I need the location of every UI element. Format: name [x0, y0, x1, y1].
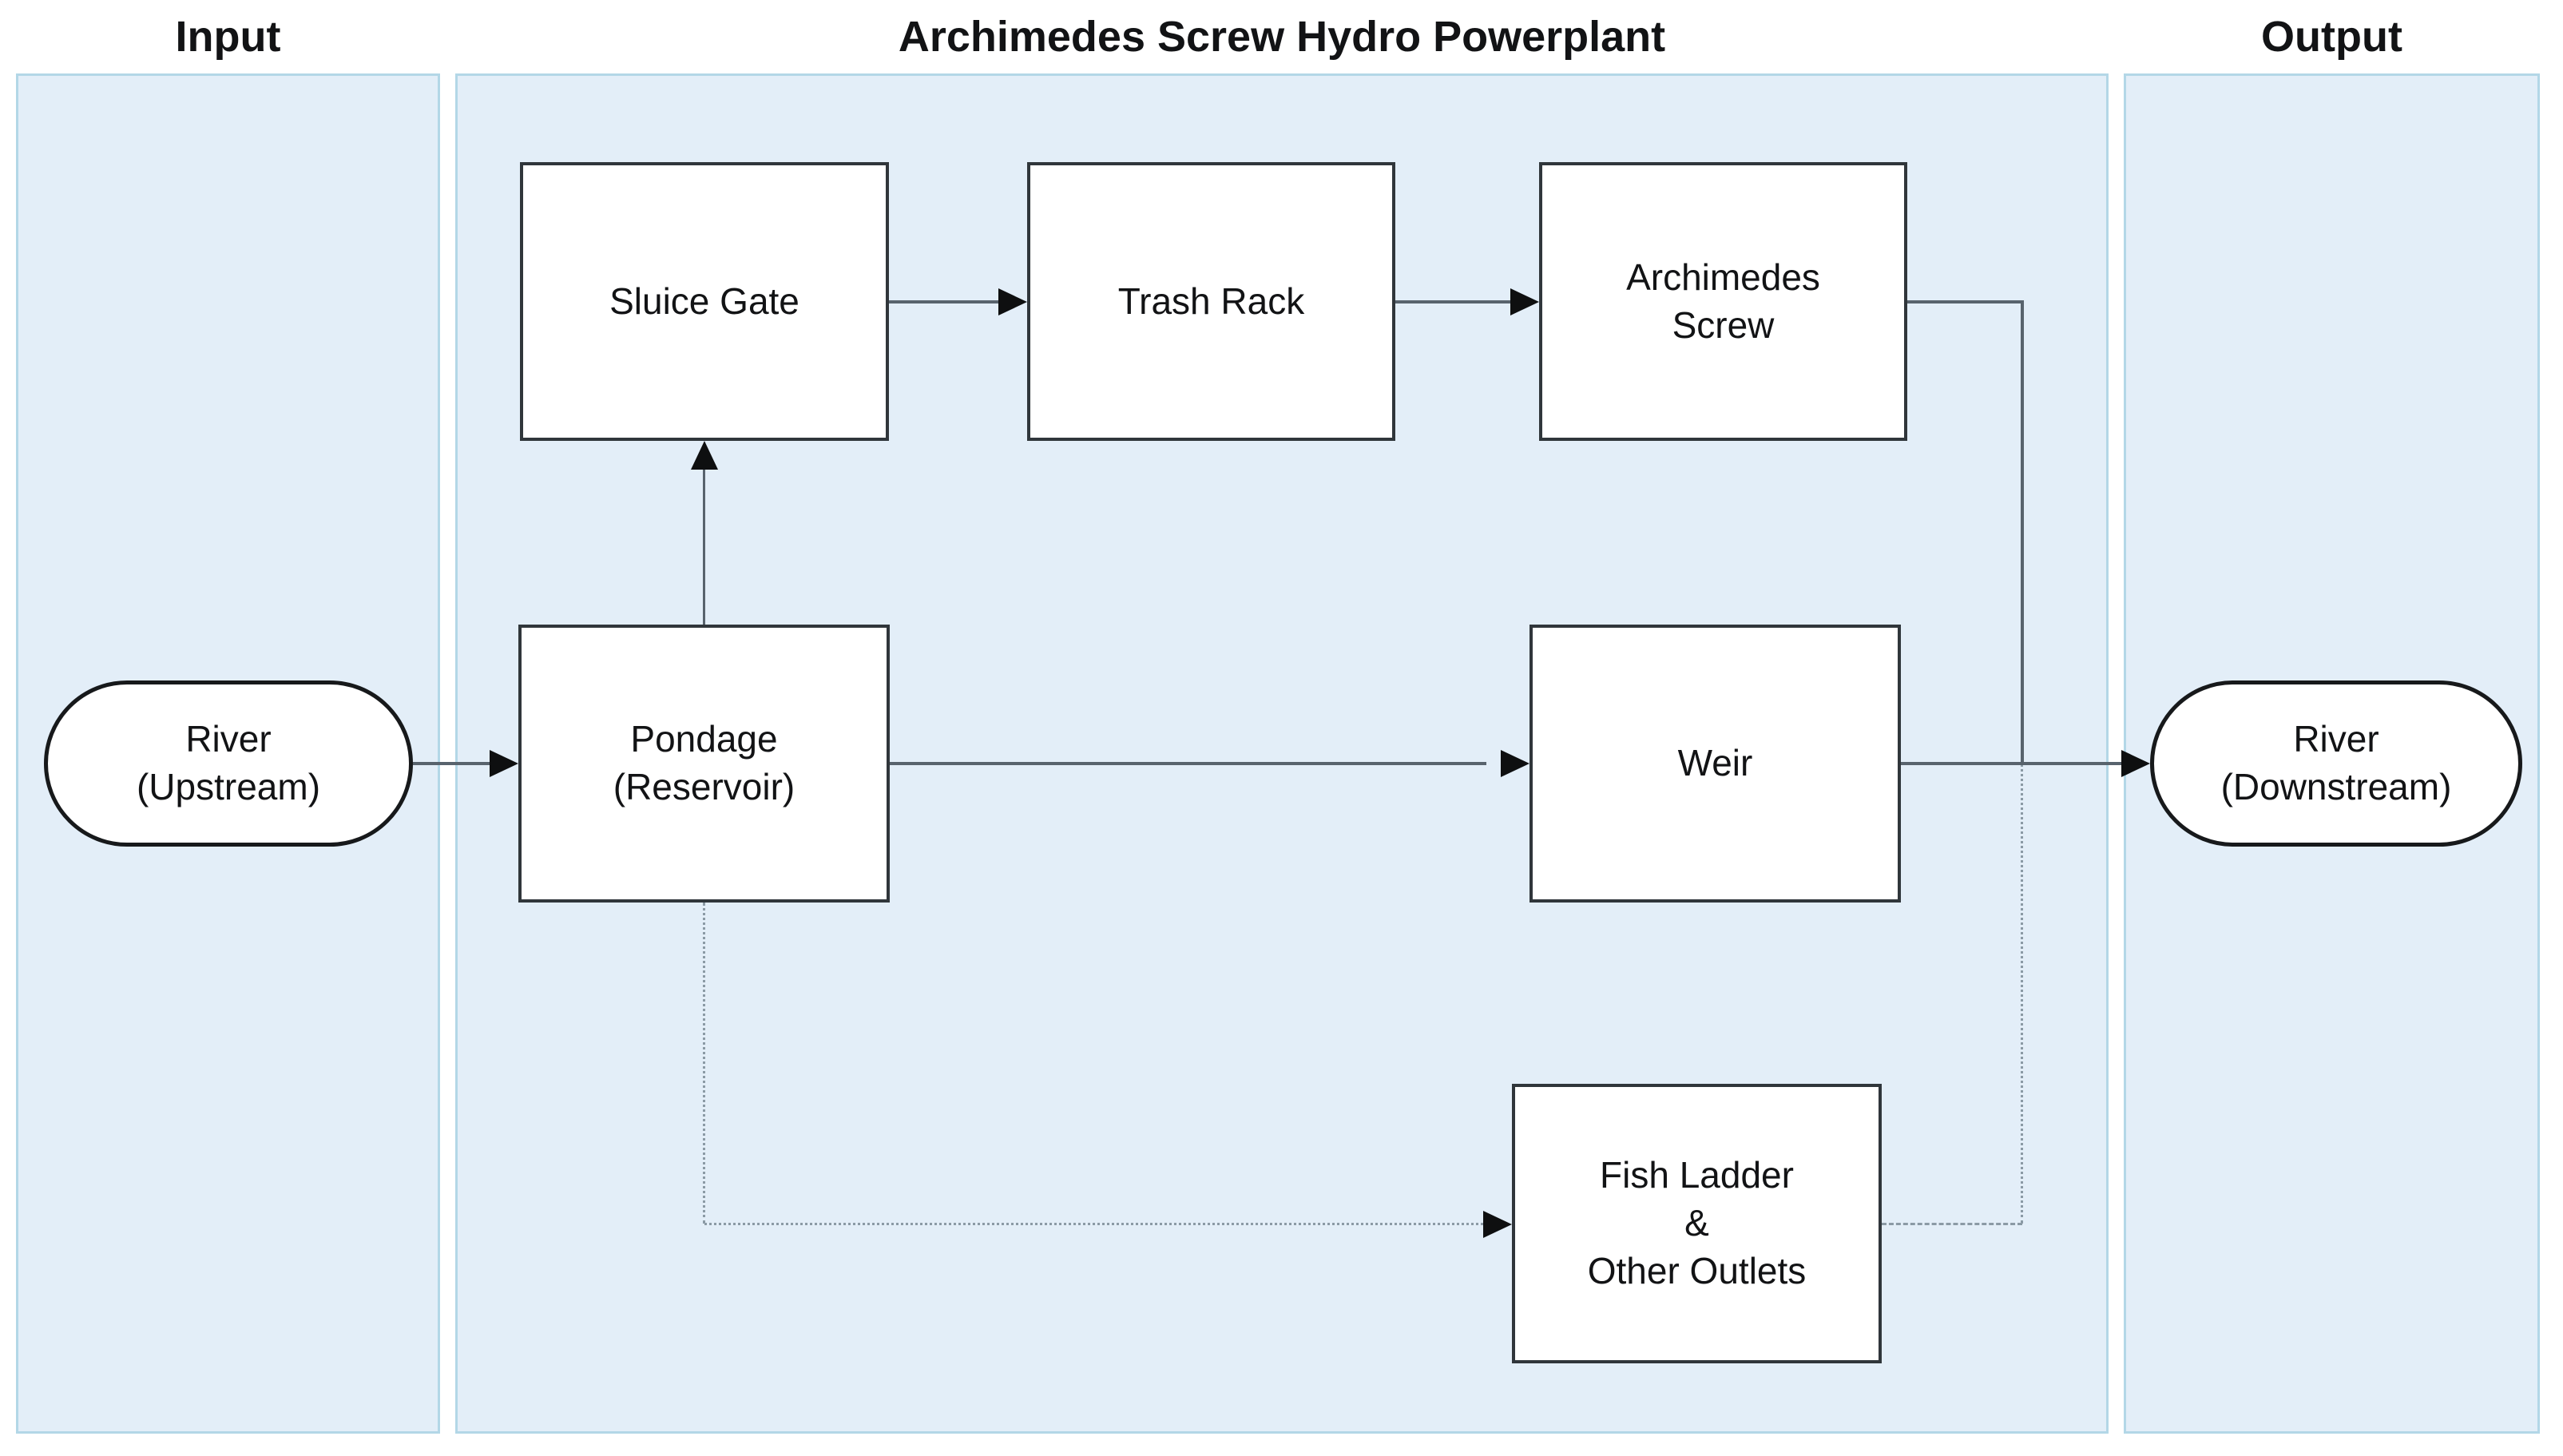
- arrowhead-into-weir: [1501, 750, 1529, 777]
- connector-pondage-to-sluice: [703, 466, 705, 625]
- arrowhead-into-fish-ladder: [1483, 1211, 1512, 1238]
- node-pondage-label: Pondage (Reservoir): [613, 718, 795, 807]
- node-trash-rack: Trash Rack: [1027, 162, 1395, 441]
- node-river-upstream: River (Upstream): [44, 680, 413, 847]
- node-weir-label: Weir: [1677, 742, 1753, 784]
- node-fish-ladder-label: Fish Ladder & Other Outlets: [1587, 1154, 1807, 1291]
- node-river-upstream-label: River (Upstream): [136, 718, 321, 807]
- connector-pondage-to-fishladder: [704, 1223, 1483, 1225]
- connector-weir-to-downstream: [1901, 762, 2123, 765]
- arrowhead-into-pondage: [490, 750, 518, 777]
- node-archimedes-screw: Archimedes Screw: [1539, 162, 1907, 441]
- title-input: Input: [175, 13, 281, 61]
- title-powerplant: Archimedes Screw Hydro Powerplant: [898, 13, 1666, 61]
- connector-upstream-to-pondage: [413, 762, 493, 765]
- node-fish-ladder: Fish Ladder & Other Outlets: [1512, 1084, 1882, 1363]
- title-output: Output: [2261, 13, 2402, 61]
- connector-screw-out-horizontal: [1907, 300, 2022, 303]
- connector-pondage-to-weir: [890, 762, 1486, 765]
- arrowhead-into-sluice-gate: [691, 441, 718, 470]
- connector-trashrack-to-screw: [1395, 300, 1513, 303]
- arrowhead-into-downstream: [2121, 750, 2150, 777]
- node-sluice-gate-label: Sluice Gate: [609, 280, 799, 322]
- connector-sluice-to-trashrack: [889, 300, 1001, 303]
- node-river-downstream-label: River (Downstream): [2220, 718, 2452, 807]
- connector-pondage-down-dotted: [703, 903, 705, 1224]
- arrowhead-into-archimedes-screw: [1510, 288, 1539, 315]
- node-weir: Weir: [1529, 625, 1901, 903]
- node-sluice-gate: Sluice Gate: [520, 162, 889, 441]
- node-river-downstream: River (Downstream): [2150, 680, 2522, 847]
- arrowhead-into-trash-rack: [998, 288, 1027, 315]
- node-trash-rack-label: Trash Rack: [1117, 280, 1305, 322]
- connector-screw-out-vertical: [2021, 300, 2024, 764]
- node-archimedes-screw-label: Archimedes Screw: [1626, 256, 1820, 346]
- node-pondage: Pondage (Reservoir): [518, 625, 890, 903]
- connector-fishladder-out-horizontal: [1882, 1223, 2022, 1225]
- connector-fishladder-out-vertical: [2021, 764, 2023, 1224]
